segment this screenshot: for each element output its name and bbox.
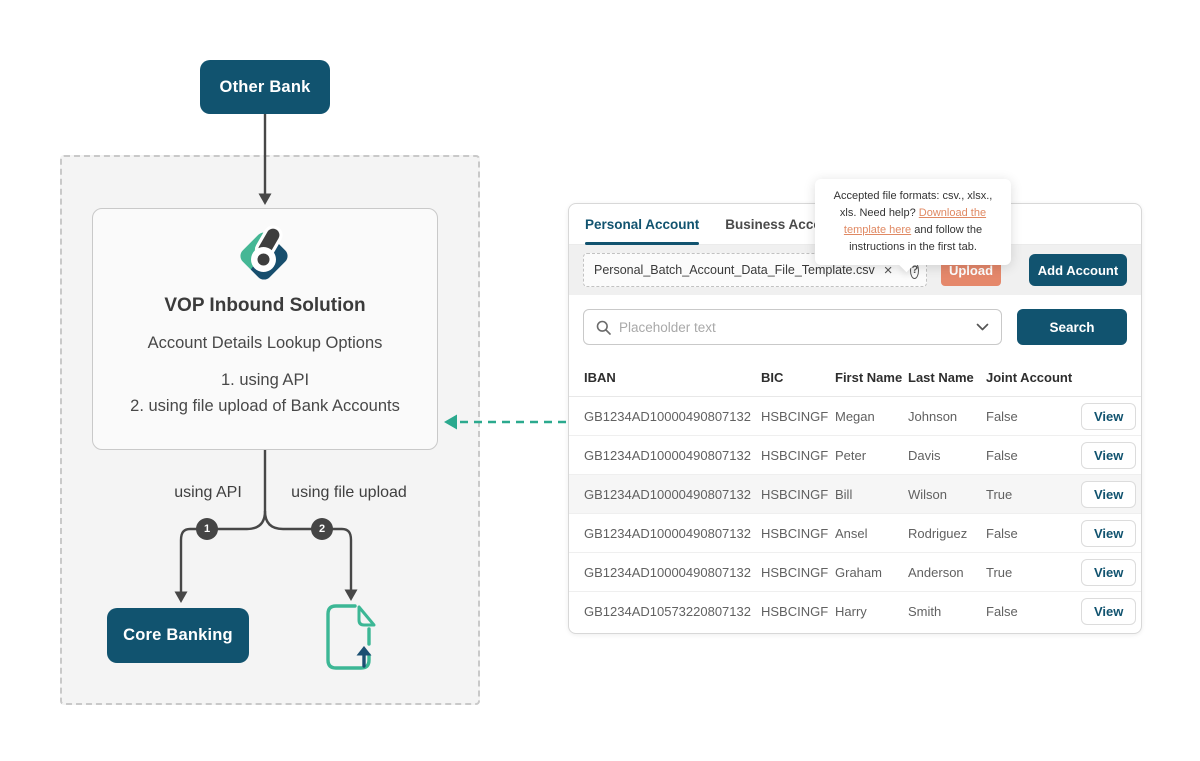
view-button[interactable]: View xyxy=(1081,480,1137,508)
header-joint-account: Joint Account xyxy=(986,370,1073,385)
other-bank-node[interactable]: Other Bank xyxy=(200,60,330,114)
branch-label-file-upload: using file upload xyxy=(291,484,407,501)
tab-business-account[interactable]: Business Account xyxy=(725,216,843,232)
core-banking-node[interactable]: Core Banking xyxy=(107,608,249,663)
table-header-row: IBAN BIC First Name Last Name Joint Acco… xyxy=(569,359,1141,397)
view-button[interactable]: View xyxy=(1081,519,1137,547)
solution-option-2: 2. using file upload of Bank Accounts xyxy=(130,396,400,415)
iban-cell: GB1234AD10000490807132 xyxy=(584,486,751,502)
bic-cell: HSBCINGF xyxy=(761,525,829,541)
branch-number-badge-1: 1 xyxy=(196,518,218,540)
accounts-table: IBAN BIC First Name Last Name Joint Acco… xyxy=(569,359,1141,631)
first-name-cell: Peter xyxy=(835,447,867,463)
table-row: GB1234AD10000490807132 HSBCINGF Graham A… xyxy=(569,553,1141,592)
header-last-name: Last Name xyxy=(908,370,974,385)
solution-option-1: 1. using API xyxy=(220,371,310,389)
joint-account-cell: False xyxy=(986,604,1018,619)
view-button[interactable]: View xyxy=(1081,558,1137,586)
branch-number-badge-2: 2 xyxy=(311,518,333,540)
table-row: GB1234AD10000490807132 HSBCINGF Megan Jo… xyxy=(569,397,1141,436)
tooltip-text-after: and follow the instructions in the first… xyxy=(849,224,983,254)
bic-cell: HSBCINGF xyxy=(761,447,829,463)
first-name-cell: Ansel xyxy=(835,525,868,541)
first-name-cell: Megan xyxy=(835,408,875,424)
joint-account-cell: False xyxy=(986,447,1018,463)
iban-cell: GB1234AD10000490807132 xyxy=(584,447,751,463)
branch-label-api: using API xyxy=(174,484,242,501)
first-name-cell: Harry xyxy=(835,604,867,619)
table-row: GB1234AD10573220807132 HSBCINGF Harry Sm… xyxy=(569,592,1141,631)
file-upload-icon xyxy=(326,604,376,670)
header-bic: BIC xyxy=(761,370,784,385)
joint-account-cell: True xyxy=(986,564,1013,580)
uploaded-file-name: Personal_Batch_Account_Data_File_Templat… xyxy=(594,263,875,277)
add-account-button[interactable]: Add Account xyxy=(1029,254,1127,286)
joint-account-cell: True xyxy=(986,486,1013,502)
last-name-cell: Anderson xyxy=(908,564,964,580)
solution-title: VOP Inbound Solution xyxy=(164,295,366,316)
last-name-cell: Johnson xyxy=(908,408,958,424)
download-template-link[interactable]: Download the template here xyxy=(843,207,987,237)
first-name-cell: Bill xyxy=(835,486,853,502)
view-button[interactable]: View xyxy=(1081,441,1137,469)
bic-cell: HSBCINGF xyxy=(761,408,829,424)
search-row: Search xyxy=(569,295,1141,359)
joint-account-cell: False xyxy=(986,525,1018,541)
last-name-cell: Smith xyxy=(908,604,942,619)
iban-cell: GB1234AD10000490807132 xyxy=(584,564,751,580)
bic-cell: HSBCINGF xyxy=(761,604,829,619)
view-button[interactable]: View xyxy=(1081,402,1137,430)
table-row: GB1234AD10000490807132 HSBCINGF Ansel Ro… xyxy=(569,514,1141,553)
table-row: GB1234AD10000490807132 HSBCINGF Bill Wil… xyxy=(569,475,1141,514)
upload-help-tooltip: Accepted file formats: csv., xlsx., xls.… xyxy=(815,179,1011,273)
search-button[interactable]: Search xyxy=(1017,309,1127,345)
table-row: GB1234AD10000490807132 HSBCINGF Peter Da… xyxy=(569,436,1141,475)
header-first-name: First Name xyxy=(835,370,903,385)
chevron-down-icon[interactable] xyxy=(976,323,989,331)
iban-cell: GB1234AD10000490807132 xyxy=(584,525,751,541)
view-button[interactable]: View xyxy=(1081,598,1137,625)
search-icon xyxy=(596,320,611,335)
last-name-cell: Davis xyxy=(908,447,941,463)
first-name-cell: Graham xyxy=(835,564,882,580)
last-name-cell: Rodriguez xyxy=(908,525,968,541)
search-box[interactable] xyxy=(583,309,1002,345)
tooltip-text-before: Accepted file formats: csv., xlsx., xls.… xyxy=(833,190,993,220)
clear-file-icon[interactable]: × xyxy=(883,261,893,279)
accounts-panel: Personal Account Business Account Person… xyxy=(568,203,1142,634)
tab-personal-account[interactable]: Personal Account xyxy=(585,204,700,245)
brand-diamond-b-logo xyxy=(240,225,288,280)
iban-cell: GB1234AD10573220807132 xyxy=(584,604,751,619)
iban-cell: GB1234AD10000490807132 xyxy=(584,408,751,424)
header-iban: IBAN xyxy=(584,370,616,385)
bic-cell: HSBCINGF xyxy=(761,564,829,580)
search-input[interactable] xyxy=(619,319,968,335)
last-name-cell: Wilson xyxy=(908,486,948,502)
vop-solution-card: VOP Inbound Solution Account Details Loo… xyxy=(92,208,438,450)
bic-cell: HSBCINGF xyxy=(761,486,829,502)
solution-subtitle: Account Details Lookup Options xyxy=(147,334,383,352)
joint-account-cell: False xyxy=(986,408,1018,424)
